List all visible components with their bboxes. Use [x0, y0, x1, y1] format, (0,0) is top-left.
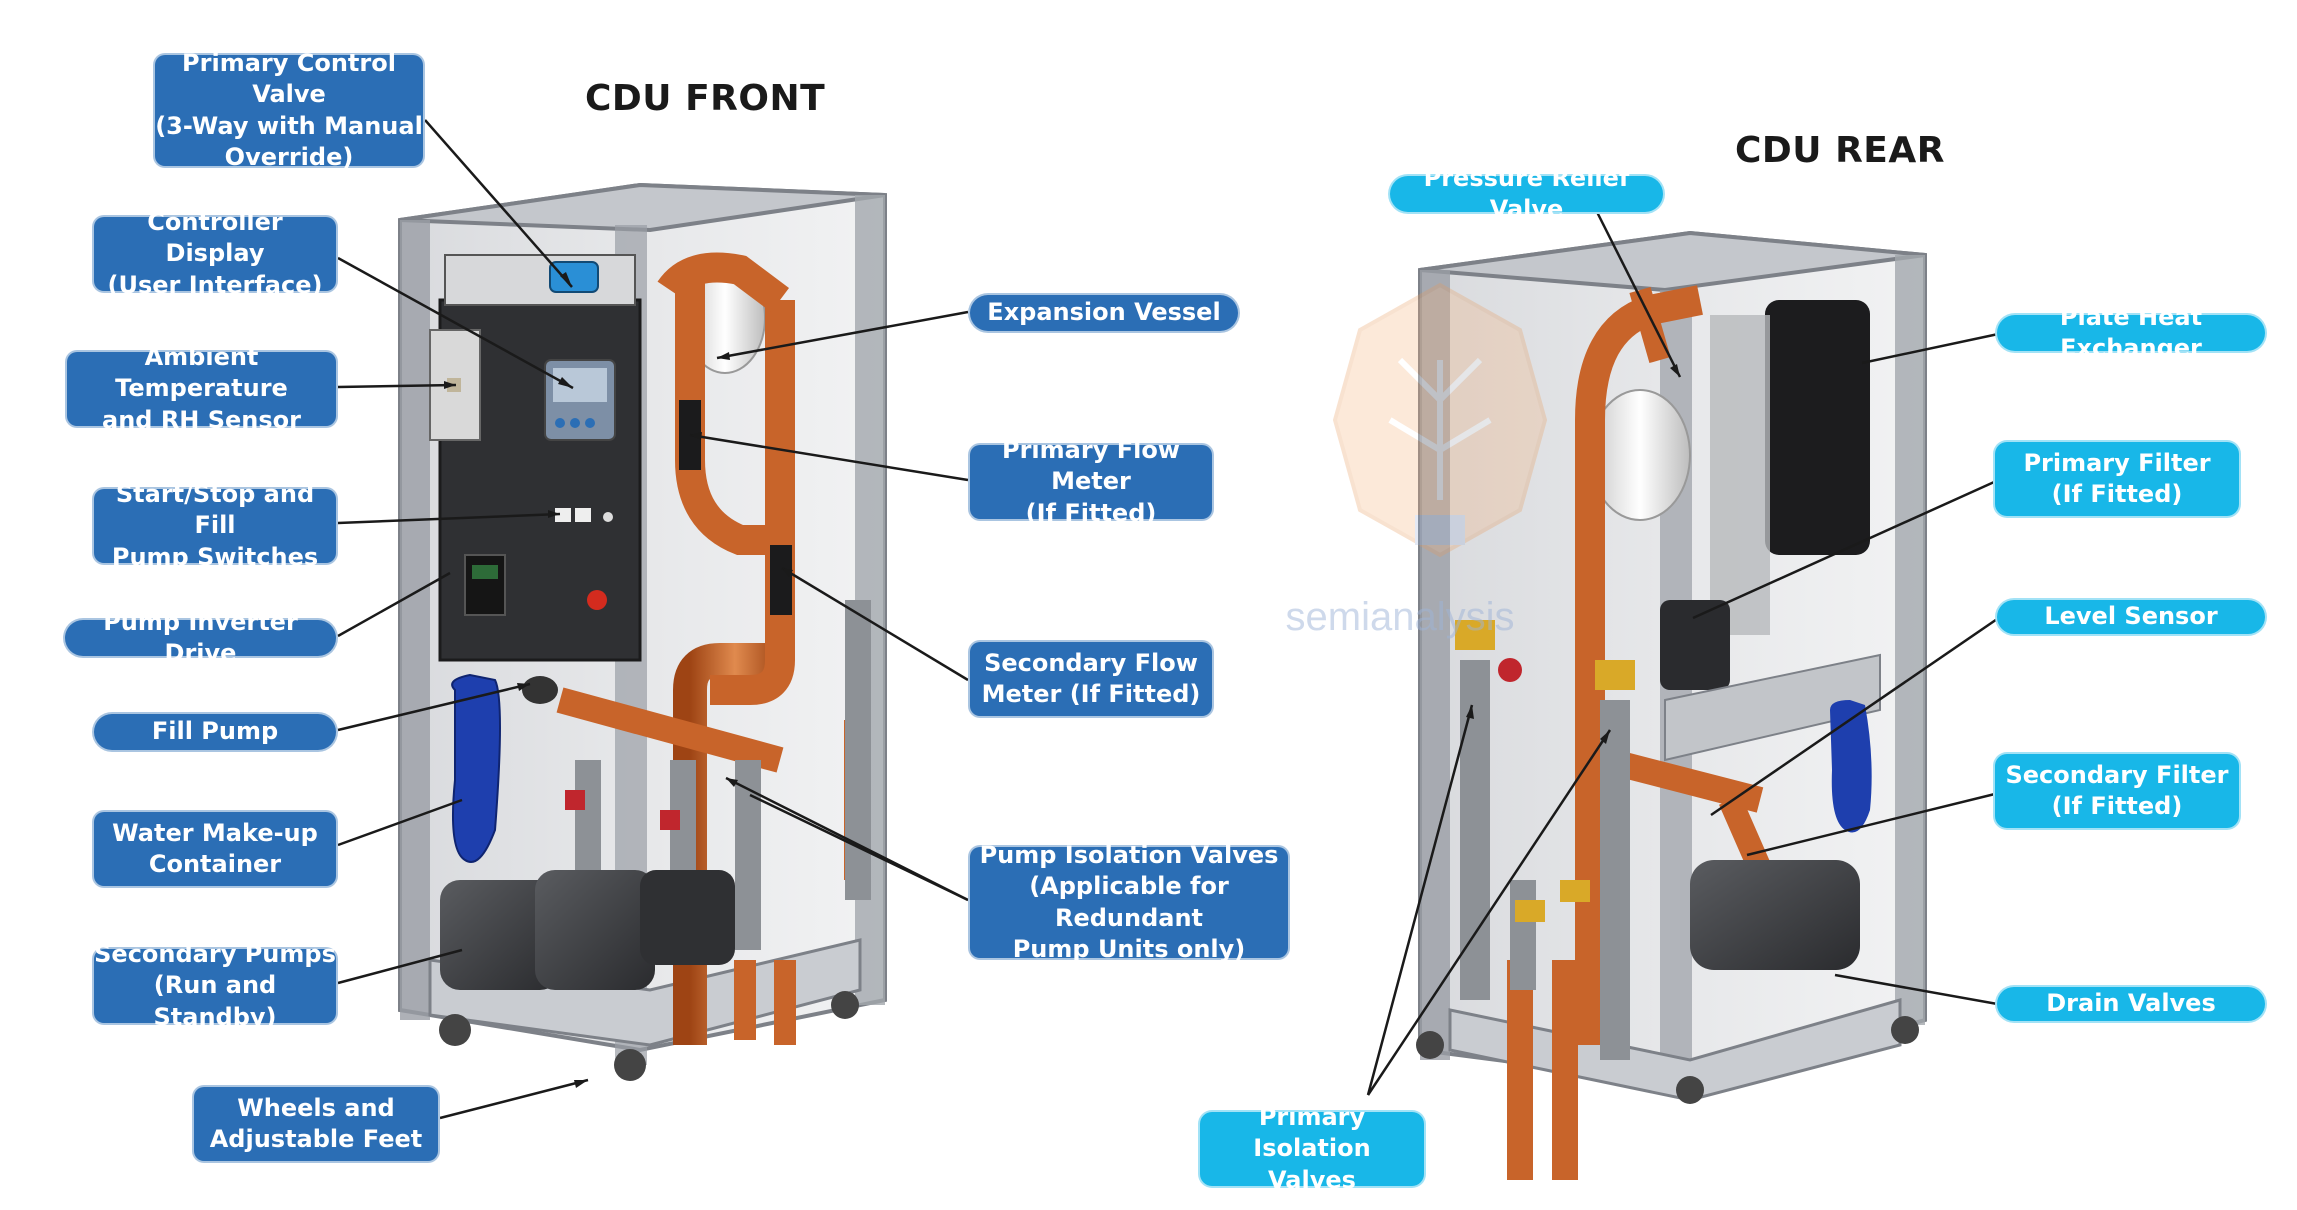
- cdu-rear-cabinet: [1416, 230, 1927, 1180]
- callout-pressure-relief-valve: Pressure Relief Valve: [1388, 164, 1665, 223]
- callout-primary-control-valve: Primary Control Valve (3-Way with Manual…: [153, 49, 425, 171]
- callout-fill-pump: Fill Pump: [92, 712, 338, 752]
- callout-secondary-pumps: Secondary Pumps (Run and Standby): [92, 940, 338, 1031]
- callout-expansion-vessel: Expansion Vessel: [968, 293, 1240, 333]
- leader-lines: [337, 119, 2004, 1120]
- callout-water-makeup: Water Make-up Container: [92, 810, 338, 888]
- callout-plate-heat-exchanger: Plate Heat Exchanger: [1995, 303, 2267, 362]
- callout-primary-flow-meter: Primary Flow Meter (If Fitted): [968, 436, 1214, 527]
- callout-pump-inverter: Pump Inverter Drive: [63, 608, 338, 667]
- cdu-rear-heading: CDU REAR: [1735, 130, 1945, 171]
- callout-controller-display: Controller Display (User Interface): [92, 208, 338, 299]
- callout-primary-isolation-valves: Primary Isolation Valves: [1198, 1103, 1426, 1194]
- semianalysis-watermark-logo: [1332, 282, 1548, 558]
- callout-primary-filter: Primary Filter (If Fitted): [1993, 440, 2241, 518]
- watermark-text: semianalysis: [1286, 595, 1515, 639]
- leader-arrowheads: [444, 272, 1680, 1088]
- callout-ambient-sensor: Ambient Temperature and RH Sensor: [65, 343, 338, 434]
- callout-wheels-feet: Wheels and Adjustable Feet: [192, 1085, 440, 1163]
- cdu-front-cabinet: [398, 182, 887, 1081]
- callout-drain-valves: Drain Valves: [1995, 985, 2267, 1023]
- cdu-front-heading: CDU FRONT: [585, 78, 826, 119]
- callout-secondary-flow-meter: Secondary Flow Meter (If Fitted): [968, 640, 1214, 718]
- callout-pump-isolation-valves: Pump Isolation Valves (Applicable for Re…: [968, 841, 1290, 963]
- callout-secondary-filter: Secondary Filter (If Fitted): [1993, 752, 2241, 830]
- callout-level-sensor: Level Sensor: [1995, 598, 2267, 636]
- callout-start-stop-switches: Start/Stop and Fill Pump Switches: [92, 480, 338, 571]
